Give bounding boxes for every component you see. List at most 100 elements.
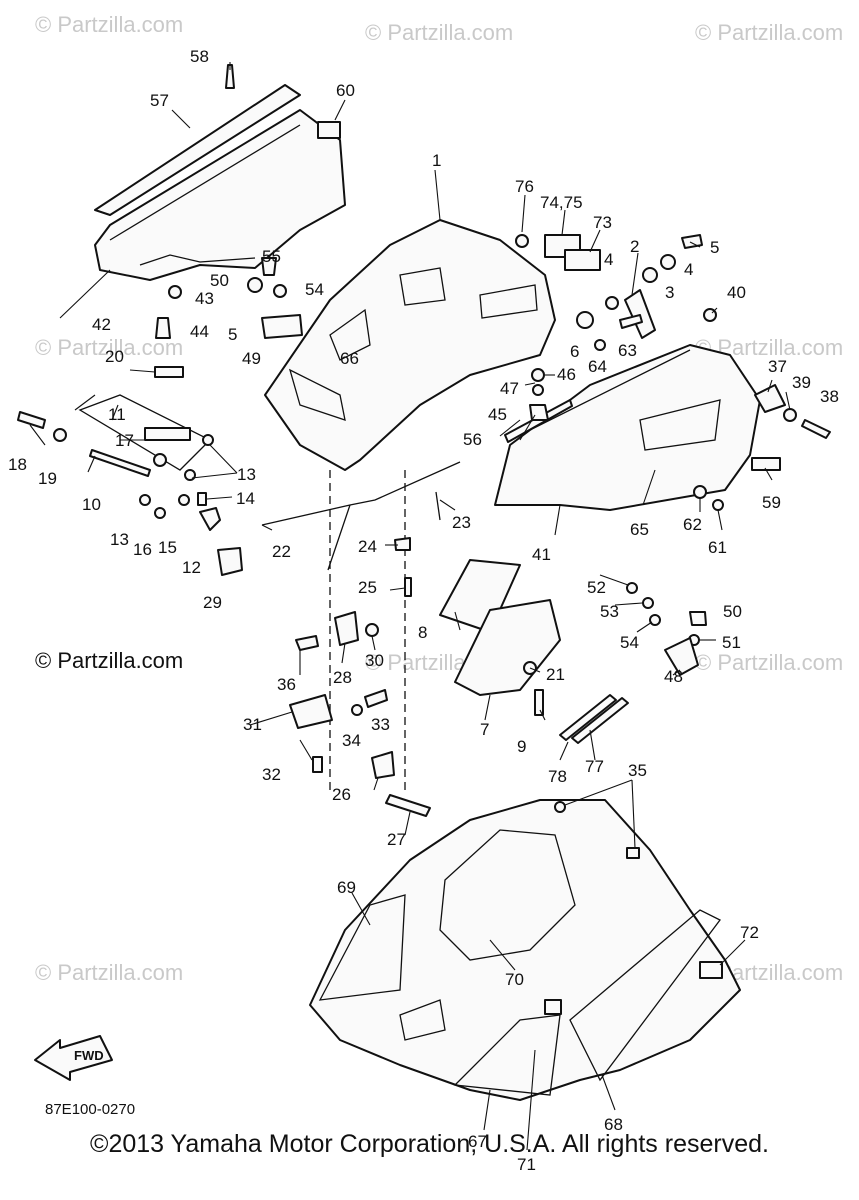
fwd-arrow-icon: FWD — [34, 1035, 113, 1081]
callout-39: 39 — [792, 373, 811, 392]
watermark: © Partzilla.com — [695, 20, 843, 45]
callout-24: 24 — [358, 537, 377, 556]
callout-14: 14 — [236, 489, 255, 508]
callout-33: 33 — [371, 715, 390, 734]
callout-7: 7 — [480, 720, 489, 739]
callout-54b: 54 — [620, 633, 639, 652]
callout-61: 61 — [708, 538, 727, 557]
callout-68: 68 — [604, 1115, 623, 1134]
callout-47: 47 — [500, 379, 519, 398]
callout-44: 44 — [190, 322, 209, 341]
callout-26: 26 — [332, 785, 351, 804]
callout-78: 78 — [548, 767, 567, 786]
fwd-label: FWD — [74, 1048, 104, 1063]
callout-11: 11 — [108, 405, 126, 424]
callout-21: 21 — [546, 665, 565, 684]
callout-20: 20 — [105, 347, 124, 366]
callout-5a: 5 — [710, 238, 719, 257]
callout-37: 37 — [768, 357, 787, 376]
callout-17: 17 — [115, 431, 134, 450]
callout-62: 62 — [683, 515, 702, 534]
watermark: © Partzilla.com — [35, 12, 183, 37]
callout-67: 67 — [468, 1132, 487, 1151]
callout-70: 70 — [505, 970, 524, 989]
callout-41: 41 — [532, 545, 551, 564]
watermark: © Partzilla.com — [35, 335, 183, 360]
hood-center — [264, 219, 556, 790]
leader-lines — [29, 62, 791, 1151]
callout-13a: 13 — [237, 465, 256, 484]
callout-2: 2 — [630, 237, 639, 256]
callout-74-75: 74,75 — [540, 193, 583, 212]
copyright-notice: ©2013 Yamaha Motor Corporation, U.S.A. A… — [90, 1130, 769, 1158]
callout-69: 69 — [337, 878, 356, 897]
callout-18: 18 — [8, 455, 27, 474]
lower-cowl — [309, 799, 741, 1101]
callout-10: 10 — [82, 495, 101, 514]
callout-5b: 5 — [228, 325, 237, 344]
callout-65: 65 — [630, 520, 649, 539]
callout-50b: 50 — [723, 602, 742, 621]
callout-19: 19 — [38, 469, 57, 488]
callout-27: 27 — [387, 830, 406, 849]
callout-63: 63 — [618, 341, 637, 360]
callout-53: 53 — [600, 602, 619, 621]
diagram-code: 87E100-0270 — [45, 1101, 135, 1118]
watermark: © Partzilla.com — [365, 20, 513, 45]
callout-73: 73 — [593, 213, 612, 232]
callout-36: 36 — [277, 675, 296, 694]
callout-49: 49 — [242, 349, 261, 368]
callout-45: 45 — [488, 405, 507, 424]
pin-58-shape — [225, 64, 235, 89]
watermark-prominent: © Partzilla.com — [35, 648, 183, 673]
callout-46: 46 — [557, 365, 576, 384]
callout-1: 1 — [432, 151, 441, 170]
watermark: © Partzilla.com — [695, 650, 843, 675]
callout-76: 76 — [515, 177, 534, 196]
callout-66: 66 — [340, 349, 359, 368]
callout-35: 35 — [628, 761, 647, 780]
callout-42: 42 — [92, 315, 111, 334]
callout-28: 28 — [333, 668, 352, 687]
callout-12: 12 — [182, 558, 201, 577]
callout-50a: 50 — [210, 271, 229, 290]
callout-43: 43 — [195, 289, 214, 308]
callout-51: 51 — [722, 633, 741, 652]
callout-13b: 13 — [110, 530, 129, 549]
callout-31: 31 — [243, 715, 262, 734]
callout-71: 71 — [517, 1155, 536, 1174]
callout-4a: 4 — [604, 250, 613, 269]
callout-3: 3 — [665, 283, 674, 302]
callout-56: 56 — [463, 430, 482, 449]
windshield — [94, 84, 346, 281]
callout-58: 58 — [190, 47, 209, 66]
callout-8: 8 — [418, 623, 427, 642]
callout-34: 34 — [342, 731, 361, 750]
callout-32: 32 — [262, 765, 281, 784]
callout-30: 30 — [365, 651, 384, 670]
callout-6: 6 — [570, 342, 579, 361]
watermark: © Partzilla.com — [35, 960, 183, 985]
callout-52: 52 — [587, 578, 606, 597]
callout-4b: 4 — [684, 260, 693, 279]
callout-16: 16 — [133, 540, 152, 559]
callout-15: 15 — [158, 538, 177, 557]
callout-38: 38 — [820, 387, 839, 406]
callout-29: 29 — [203, 593, 222, 612]
callout-23: 23 — [452, 513, 471, 532]
callout-22: 22 — [272, 542, 291, 561]
callout-54a: 54 — [305, 280, 324, 299]
bracket-60-shape — [317, 121, 341, 139]
small-parts — [17, 234, 831, 859]
callout-9: 9 — [517, 737, 526, 756]
callout-48: 48 — [664, 667, 683, 686]
callout-59: 59 — [762, 493, 781, 512]
callout-72: 72 — [740, 923, 759, 942]
callout-60: 60 — [336, 81, 355, 100]
callout-25: 25 — [358, 578, 377, 597]
callout-labels: 58 57 60 1 76 74,75 73 2 4 5 4 3 40 55 5… — [8, 47, 839, 1174]
callout-64: 64 — [588, 357, 607, 376]
callout-57: 57 — [150, 91, 169, 110]
callout-77: 77 — [585, 757, 604, 776]
